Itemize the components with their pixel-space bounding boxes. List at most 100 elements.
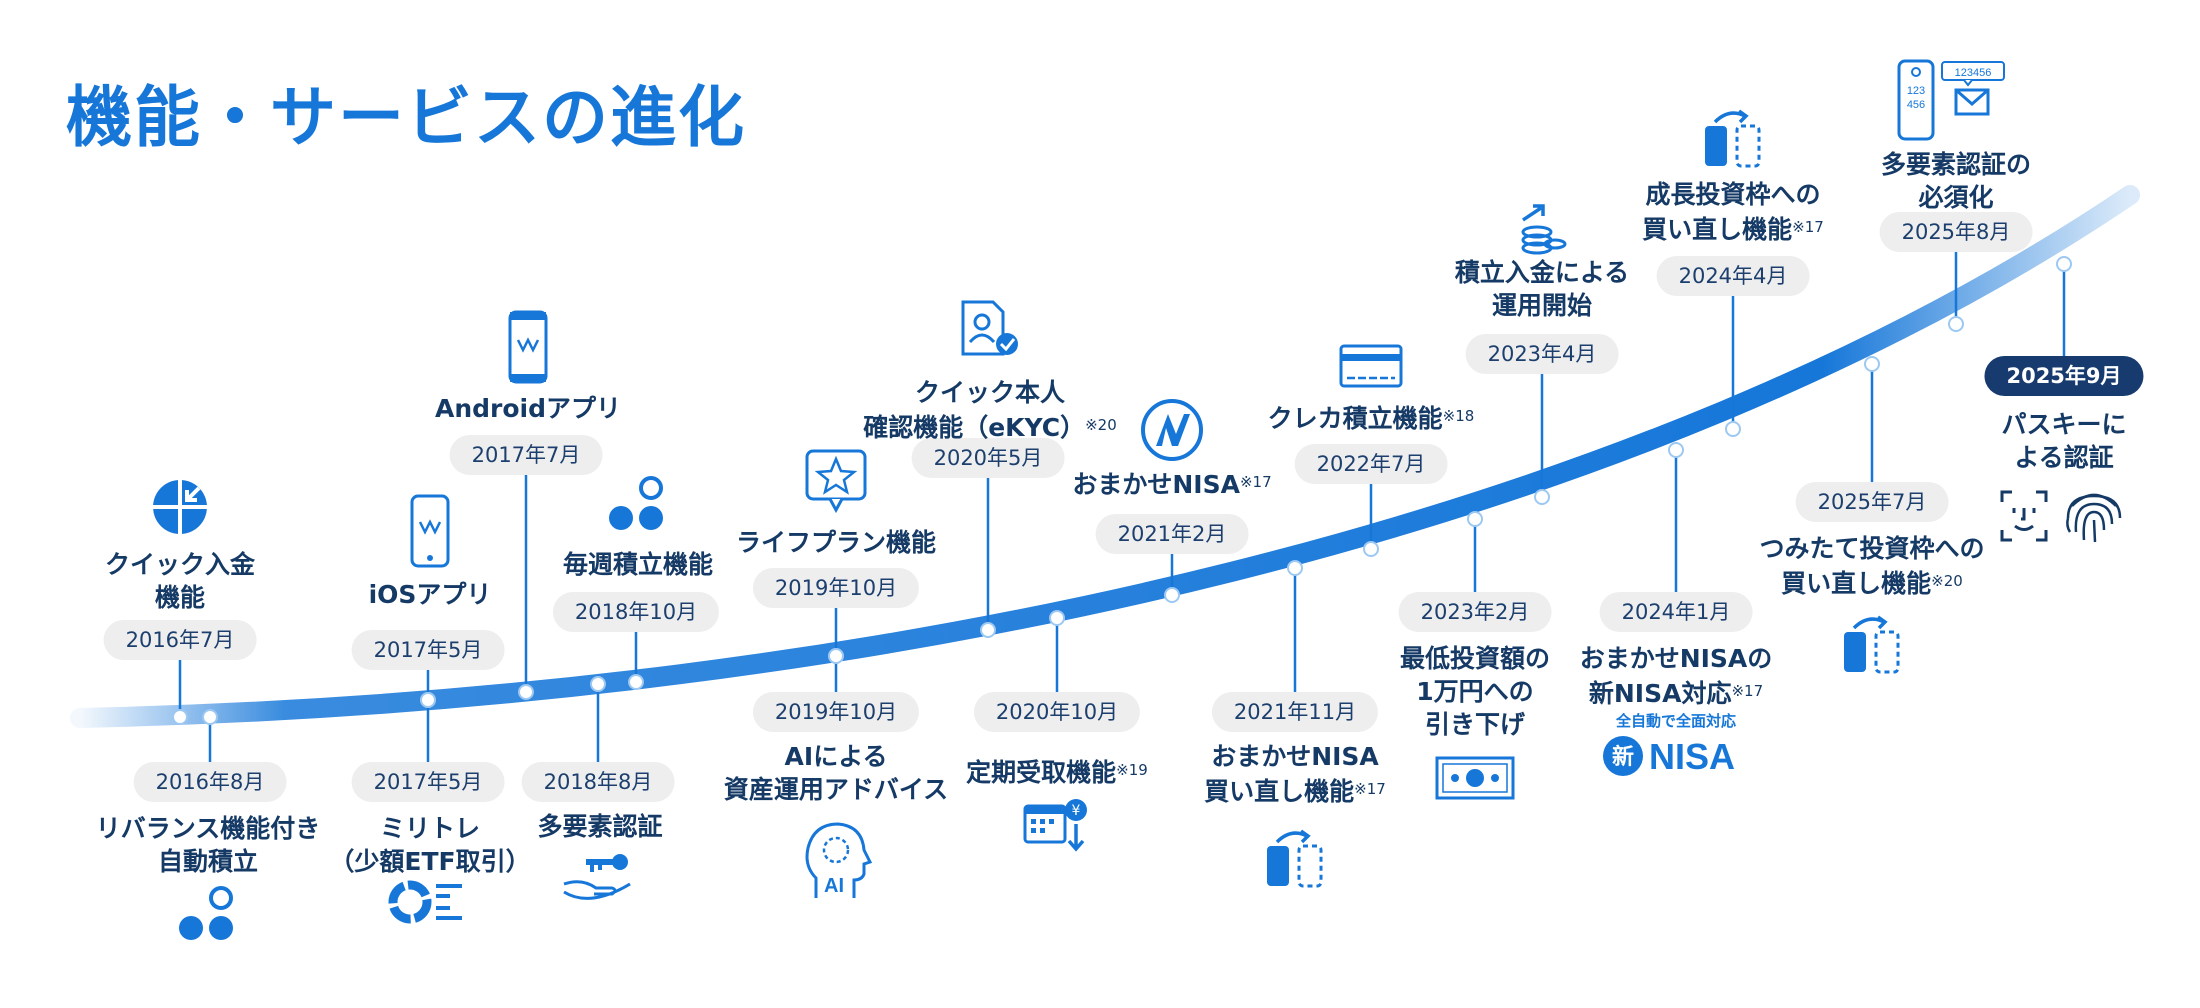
event-label: リバランス機能付き自動積立 <box>96 812 321 878</box>
date-badge: 2023年4月 <box>1465 334 1619 374</box>
event-label-line: よる認証 <box>2014 443 2114 472</box>
date-badge: 2020年10月 <box>973 692 1141 732</box>
timeline-node <box>172 709 188 725</box>
rebuy-icon <box>1701 108 1765 176</box>
quick-deposit-icon <box>151 478 209 540</box>
star-bubble-icon <box>804 448 868 518</box>
event-label: おまかせNISA※17 <box>1072 466 1271 501</box>
event-label: パスキーによる認証 <box>2001 408 2126 474</box>
timeline-node <box>1363 541 1379 557</box>
event-label-line: おまかせNISA <box>1211 742 1379 771</box>
event-label-line: パスキーに <box>2001 410 2127 439</box>
dots-icon <box>603 474 673 538</box>
credit-card-icon <box>1339 344 1403 392</box>
svg-text:123: 123 <box>1907 85 1925 97</box>
ekyc-icon <box>959 298 1021 364</box>
date-badge: 2022年7月 <box>1294 444 1448 484</box>
timeline-node <box>980 622 996 638</box>
event-label: 定期受取機能※19 <box>966 754 1148 789</box>
banknote-icon <box>1435 756 1515 804</box>
event-label-line: 買い直し機能※17 <box>1204 777 1386 806</box>
event-label-line: iOSアプリ <box>368 580 492 609</box>
timeline-curve <box>70 185 2140 728</box>
timeline-node <box>590 676 606 692</box>
event-label-line: クイック入金 <box>104 550 256 579</box>
date-badge: 2024年4月 <box>1656 256 1810 296</box>
footnote-mark: ※20 <box>1931 572 1963 590</box>
event-label: おまかせNISAの新NISA対応※17 <box>1580 642 1773 710</box>
event-label-line: 多要素認証 <box>537 812 663 841</box>
timeline-node <box>1725 421 1741 437</box>
coin-stack-icon <box>1515 200 1569 260</box>
date-badge: 2021年11月 <box>1211 692 1379 732</box>
event-label-line: （少額ETF取引） <box>329 847 531 876</box>
timeline-node <box>1049 610 1065 626</box>
event-label: クレカ積立機能※18 <box>1268 400 1475 435</box>
event-label-line: 自動積立 <box>157 847 259 876</box>
event-label-line: 確認機能（eKYC）※20 <box>863 413 1117 442</box>
event-label-line: 多要素認証の <box>1880 150 2032 179</box>
event-label-line: クイック本人 <box>914 378 1066 407</box>
date-badge: 2017年5月 <box>351 762 505 802</box>
timeline-node <box>2056 256 2072 272</box>
event-label: 毎週積立機能 <box>563 548 713 581</box>
event-label: クイック入金機能 <box>105 548 255 614</box>
event-label-line: 引き下げ <box>1424 710 1526 739</box>
footnote-mark: ※18 <box>1442 407 1475 425</box>
passkey-icon <box>1998 488 2130 550</box>
event-label-line: クレカ積立機能※18 <box>1267 404 1475 433</box>
footnote-mark: ※19 <box>1116 761 1148 779</box>
event-label: おまかせNISA 買い直し機能※17 <box>1204 740 1386 808</box>
event-label-line: 毎週積立機能 <box>562 550 714 579</box>
timeline-node <box>1534 489 1550 505</box>
event-label: iOSアプリ <box>369 578 492 611</box>
connector-lines <box>178 252 2066 762</box>
footnote-mark: ※17 <box>1239 473 1272 491</box>
date-badge: 2025年7月 <box>1795 482 1949 522</box>
iphone-icon <box>410 494 450 572</box>
key-hand-icon <box>560 848 640 912</box>
timeline-node <box>1948 316 1964 332</box>
event-label-line: AIによる <box>784 742 888 771</box>
event-label-line: ライフプラン機能 <box>735 528 937 557</box>
date-badge: 2024年1月 <box>1599 592 1753 632</box>
svg-text:¥: ¥ <box>1072 803 1081 819</box>
footnote-mark: ※17 <box>1792 218 1824 236</box>
timeline-node <box>518 684 534 700</box>
footnote-mark: ※17 <box>1354 780 1386 798</box>
date-badge: 2017年7月 <box>449 435 603 475</box>
event-label-line: 機能 <box>154 583 206 612</box>
date-badge: 2016年8月 <box>133 762 287 802</box>
date-badge: 2019年10月 <box>752 692 920 732</box>
timeline-node <box>1668 442 1684 458</box>
event-label-line: つみたて投資枠への <box>1759 534 1985 563</box>
timeline-node <box>420 692 436 708</box>
event-label-line: 必須化 <box>1918 183 1994 212</box>
svg-text:新: 新 <box>1612 744 1634 770</box>
nisa-subcaption: 全自動で全面対応 <box>1615 712 1737 730</box>
timeline-node <box>1164 587 1180 603</box>
rebuy-icon <box>1263 828 1327 896</box>
event-label: クイック本人確認機能（eKYC）※20 <box>863 376 1117 444</box>
svg-text:123456: 123456 <box>1955 67 1992 79</box>
date-badge: 2016年7月 <box>103 620 257 660</box>
dots-icon <box>173 884 243 948</box>
event-label-line: おまかせNISAの <box>1579 644 1773 673</box>
event-label: AIによる資産運用アドバイス <box>724 740 948 806</box>
nisa-n-icon <box>1140 398 1204 466</box>
event-label: つみたて投資枠への買い直し機能※20 <box>1759 532 1984 600</box>
date-badge: 2018年8月 <box>521 762 675 802</box>
calendar-yen-icon: ¥ <box>1022 796 1092 866</box>
page-title: 機能・サービスの進化 <box>66 79 746 156</box>
date-badge: 2019年10月 <box>752 568 920 608</box>
event-label-line: 積立入金による <box>1454 258 1630 287</box>
event-label-line: 成長投資枠への <box>1645 180 1821 209</box>
svg-text:NISA: NISA <box>1649 736 1735 777</box>
svg-text:AI: AI <box>824 875 844 897</box>
timeline-node <box>1467 511 1483 527</box>
event-label: Androidアプリ <box>435 392 621 425</box>
date-badge: 2025年9月 <box>1984 356 2144 396</box>
